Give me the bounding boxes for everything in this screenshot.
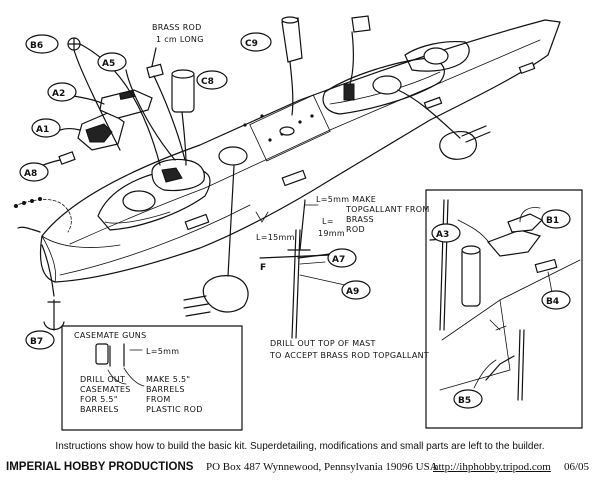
note-mast-f: F xyxy=(260,263,266,273)
company-name: IMPERIAL HOBBY PRODUCTIONS xyxy=(6,461,194,473)
callout-b5: B5 xyxy=(458,396,471,406)
leader-lines xyxy=(17,31,461,297)
revision-date: 06/05 xyxy=(564,461,590,473)
casemate-make-1: MAKE 5.5" xyxy=(146,375,190,384)
note-drill-2: TO ACCEPT BRASS ROD TOPGALLANT xyxy=(269,351,429,360)
callout-b7: B7 xyxy=(30,337,43,347)
casemate-make-3: FROM xyxy=(146,395,171,404)
callout-b4: B4 xyxy=(546,297,559,307)
note-mast-l19: L= xyxy=(322,217,334,226)
part-mast-fitting xyxy=(343,15,371,101)
footer: IMPERIAL HOBBY PRODUCTIONS PO Box 487 Wy… xyxy=(0,461,600,481)
anchor-chain xyxy=(13,197,72,233)
handwritten-notes: BRASS ROD 1 cm LONG L=5mm MAKE TOPGALLAN… xyxy=(152,23,430,360)
note-topgallant-3: BRASS xyxy=(346,215,374,224)
callout-a9: A9 xyxy=(346,287,359,297)
callout-labels: B6 A5 A2 A1 A8 B7 C9 C8 A7 A9 A3 B1 xyxy=(19,32,571,409)
anchor-b7 xyxy=(43,299,65,331)
casemate-drill-4: BARRELS xyxy=(80,405,119,414)
part-c9 xyxy=(281,16,303,63)
callout-c8: C8 xyxy=(201,77,214,87)
casemate-box xyxy=(61,325,243,431)
part-main-turret xyxy=(183,275,249,317)
part-c8 xyxy=(171,69,195,113)
note-mast-l19b: 19mm xyxy=(318,229,345,238)
instructions-note: Instructions show how to build the basic… xyxy=(55,441,545,452)
callout-a7: A7 xyxy=(332,255,345,265)
note-topgallant-2: TOPGALLANT FROM xyxy=(345,205,430,214)
casemate-heading: CASEMATE GUNS xyxy=(74,331,146,340)
note-topgallant-4: ROD xyxy=(346,225,365,234)
part-b6 xyxy=(67,37,81,51)
inset-box xyxy=(425,189,583,429)
callout-b1: B1 xyxy=(546,216,559,226)
part-a8 xyxy=(58,151,76,165)
callout-a2: A2 xyxy=(52,89,65,99)
part-aft-turret xyxy=(439,125,491,160)
callout-a3: A3 xyxy=(436,230,449,240)
company-address: PO Box 487 Wynnewood, Pennsylvania 19096… xyxy=(206,461,438,473)
mast-detail xyxy=(255,199,346,339)
note-brass-rod-1: BRASS ROD xyxy=(152,23,202,32)
casemate-make-4: PLASTIC ROD xyxy=(146,405,203,414)
note-mast-l15: L=15mm xyxy=(256,233,295,242)
casemate-make-2: BARRELS xyxy=(146,385,185,394)
casemate-notes: CASEMATE GUNS L=5mm DRILL OUT CASEMATES … xyxy=(74,331,203,414)
casemate-drill-3: FOR 5.5" xyxy=(80,395,118,404)
turret-positions xyxy=(122,47,449,212)
callout-a8: A8 xyxy=(24,169,37,179)
note-topgallant-1: L=5mm MAKE xyxy=(316,195,376,204)
callout-a1: A1 xyxy=(36,125,49,135)
callout-c9: C9 xyxy=(245,39,258,49)
casemate-length: L=5mm xyxy=(146,347,179,356)
note-brass-rod-2: 1 cm LONG xyxy=(156,35,204,44)
casemate-drill-1: DRILL OUT xyxy=(80,375,125,384)
ship-hull xyxy=(39,19,561,283)
part-a5 xyxy=(146,47,164,79)
note-drill-1: DRILL OUT TOP OF MAST xyxy=(270,339,376,348)
casemate-drill-2: CASEMATES xyxy=(80,385,131,394)
website-link[interactable]: http://ihphobby.tripod.com xyxy=(433,461,551,473)
callout-b6: B6 xyxy=(30,41,43,51)
callout-a5: A5 xyxy=(102,59,115,69)
part-forward-turret xyxy=(151,158,205,192)
